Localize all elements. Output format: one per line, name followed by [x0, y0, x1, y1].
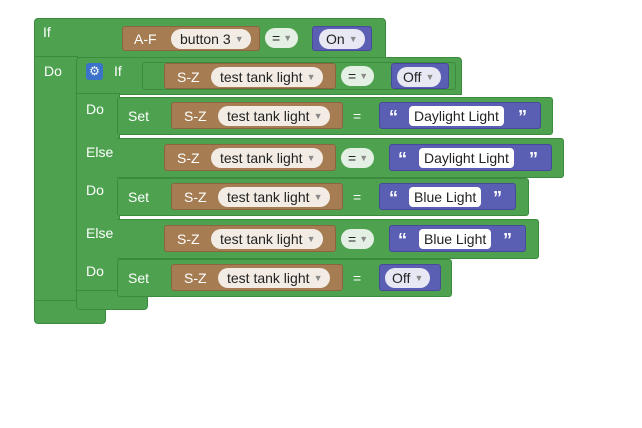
cond3-text-field[interactable]: Blue Light — [419, 229, 492, 249]
outer-device-block[interactable]: A-F button 3 ▼ — [122, 26, 260, 51]
cond1-device-block[interactable]: S-Z test tank light ▼ — [164, 63, 336, 89]
triangle-down-icon: ▼ — [359, 153, 369, 163]
outer-op-dropdown[interactable]: = ▼ — [265, 28, 299, 48]
set3-device-dropdown[interactable]: test tank light ▼ — [218, 268, 330, 288]
cond3-op-value: = — [348, 231, 357, 247]
quote-close-icon: ” — [503, 230, 512, 250]
cond1-op-dropdown[interactable]: = ▼ — [341, 66, 375, 86]
triangle-down-icon: ▼ — [348, 34, 358, 44]
set1-text-field[interactable]: Daylight Light — [409, 106, 504, 126]
quote-open-icon: “ — [398, 230, 407, 250]
outer-device-value: button 3 — [180, 31, 231, 47]
cond3-device-block[interactable]: S-Z test tank light ▼ — [164, 225, 336, 252]
outer-device-dropdown[interactable]: button 3 ▼ — [171, 29, 251, 49]
cond2-device-block[interactable]: S-Z test tank light ▼ — [164, 144, 336, 171]
set1-keyword: Set — [128, 108, 150, 124]
set3-device-block[interactable]: S-Z test tank light ▼ — [171, 264, 343, 291]
cond1-value-dropdown[interactable]: Off ▼ — [397, 67, 442, 87]
outer-do-keyword: Do — [44, 63, 62, 79]
set2-keyword: Set — [128, 189, 150, 205]
cond2-text-block[interactable]: “ Daylight Light ” — [389, 144, 552, 171]
set2-device-block[interactable]: S-Z test tank light ▼ — [171, 183, 343, 210]
do1-keyword: Do — [86, 101, 104, 117]
cond3-text-block[interactable]: “ Blue Light ” — [389, 225, 526, 252]
cond1-device-prefix: S-Z — [177, 69, 200, 85]
set3-eq: = — [353, 270, 362, 286]
outer-if-spine — [34, 56, 78, 314]
quote-open-icon: “ — [389, 107, 398, 127]
outer-device-prefix: A-F — [134, 31, 157, 47]
inner-if-spine — [76, 93, 120, 297]
triangle-down-icon: ▼ — [359, 71, 369, 81]
set3-device-value: test tank light — [227, 270, 310, 286]
set2-text-block[interactable]: “ Blue Light ” — [379, 183, 516, 210]
set1-device-value: test tank light — [227, 108, 310, 124]
triangle-down-icon: ▼ — [313, 273, 323, 283]
cond2-text-field[interactable]: Daylight Light — [419, 148, 514, 168]
do3-keyword: Do — [86, 263, 104, 279]
cond2-device-value: test tank light — [220, 150, 303, 166]
set3-value-block[interactable]: Off ▼ — [379, 264, 441, 291]
gear-icon[interactable]: ⚙ — [86, 63, 103, 80]
cond3-device-prefix: S-Z — [177, 231, 200, 247]
set1-device-dropdown[interactable]: test tank light ▼ — [218, 106, 330, 126]
set1-device-block[interactable]: S-Z test tank light ▼ — [171, 102, 343, 129]
quote-open-icon: “ — [398, 149, 407, 169]
set3-keyword: Set — [128, 270, 150, 286]
triangle-down-icon: ▼ — [359, 234, 369, 244]
triangle-down-icon: ▼ — [306, 153, 316, 163]
elseif2-keyword: Else if — [86, 225, 125, 241]
triangle-down-icon: ▼ — [414, 273, 424, 283]
triangle-down-icon: ▼ — [425, 72, 435, 82]
outer-value-block[interactable]: On ▼ — [312, 26, 372, 51]
quote-close-icon: ” — [493, 188, 502, 208]
cond1-device-dropdown[interactable]: test tank light ▼ — [211, 67, 323, 87]
cond1-value-block[interactable]: Off ▼ — [391, 63, 449, 89]
set2-device-prefix: S-Z — [184, 189, 207, 205]
triangle-down-icon: ▼ — [306, 72, 316, 82]
elseif1-keyword: Else if — [86, 144, 125, 160]
triangle-down-icon: ▼ — [283, 33, 293, 43]
set1-device-prefix: S-Z — [184, 108, 207, 124]
quote-open-icon: “ — [389, 188, 398, 208]
outer-value-text: On — [326, 31, 345, 47]
set2-text-field[interactable]: Blue Light — [409, 187, 482, 207]
quote-close-icon: ” — [518, 107, 527, 127]
triangle-down-icon: ▼ — [313, 111, 323, 121]
outer-op-value: = — [272, 30, 281, 46]
inner-if-keyword: If — [114, 63, 122, 79]
triangle-down-icon: ▼ — [313, 192, 323, 202]
cond3-device-dropdown[interactable]: test tank light ▼ — [211, 229, 323, 249]
cond3-device-value: test tank light — [220, 231, 303, 247]
cond1-device-value: test tank light — [220, 69, 303, 85]
triangle-down-icon: ▼ — [234, 34, 244, 44]
cond3-op-dropdown[interactable]: = ▼ — [341, 229, 375, 249]
set2-device-value: test tank light — [227, 189, 310, 205]
cond2-device-prefix: S-Z — [177, 150, 200, 166]
set2-eq: = — [353, 189, 362, 205]
set3-value-dropdown[interactable]: Off ▼ — [385, 268, 431, 288]
triangle-down-icon: ▼ — [306, 234, 316, 244]
cond1-value-text: Off — [403, 69, 422, 85]
set3-value-text: Off — [392, 270, 411, 286]
set1-eq: = — [353, 108, 362, 124]
outer-value-dropdown[interactable]: On ▼ — [319, 29, 365, 49]
cond1-op-value: = — [348, 68, 357, 84]
set3-device-prefix: S-Z — [184, 270, 207, 286]
do2-keyword: Do — [86, 182, 104, 198]
cond2-op-value: = — [348, 150, 357, 166]
set2-device-dropdown[interactable]: test tank light ▼ — [218, 187, 330, 207]
cond2-op-dropdown[interactable]: = ▼ — [341, 148, 375, 168]
set1-text-block[interactable]: “ Daylight Light ” — [379, 102, 541, 129]
outer-if-keyword: If — [43, 24, 51, 40]
quote-close-icon: ” — [529, 149, 538, 169]
cond2-device-dropdown[interactable]: test tank light ▼ — [211, 148, 323, 168]
